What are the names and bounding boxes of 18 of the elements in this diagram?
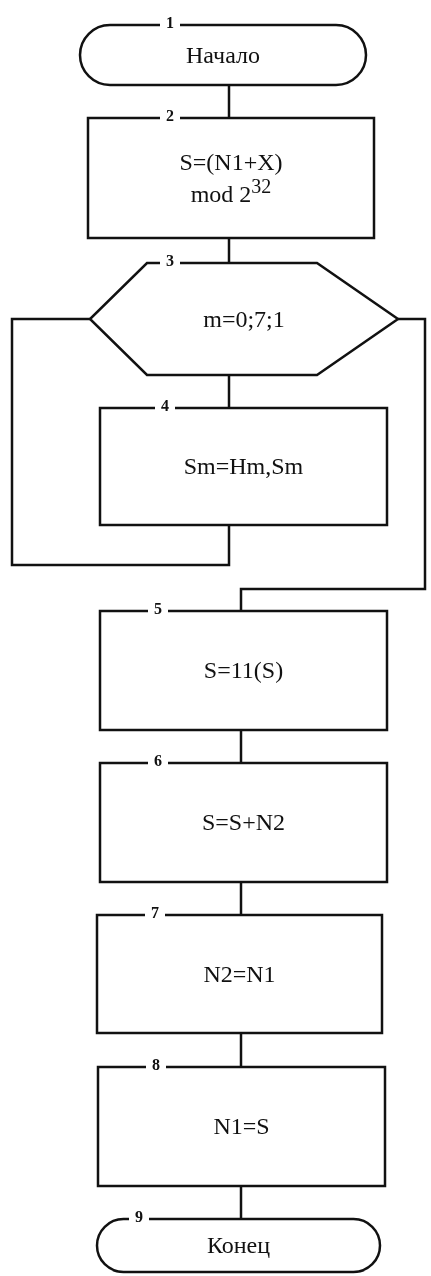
connector-line [227,375,231,408]
connector-line [239,882,243,915]
connector-line [239,730,243,763]
block-text: N1=S [212,1113,271,1140]
block-text: S=S+N2 [200,809,287,836]
block-text: S=11(S) [202,657,285,684]
connector-line [239,317,427,611]
connector-line [227,85,231,118]
block-text: N2=N1 [202,960,277,988]
block-text: Конец [205,1232,272,1259]
block-text: S=(N1+X) mod 2$^{32}$ [178,148,284,208]
connector-line [227,238,231,263]
block-text: Sm=Hm,Sm [182,453,305,480]
block-text: m=0;7;1 [202,305,286,333]
block-text: Начало [185,41,261,69]
connector-line [239,1186,243,1219]
connector-line [10,317,231,567]
connector-line [239,1033,243,1067]
